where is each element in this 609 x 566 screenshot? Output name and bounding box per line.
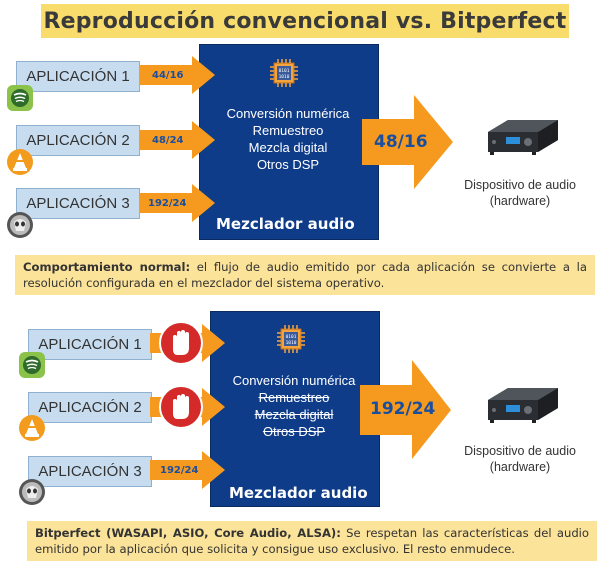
- mixer-operations-bottom: Conversión numérica Remuestreo Mezcla di…: [216, 372, 372, 440]
- app-label: APLICACIÓN 3: [26, 195, 130, 212]
- app-label: APLICACIÓN 3: [38, 463, 142, 480]
- vlc-icon: [6, 148, 34, 176]
- chip-icon: 0101 1010: [269, 58, 299, 88]
- app-box-2-top: APLICACIÓN 2: [16, 125, 140, 156]
- rate-label-3-bottom: 192/24: [160, 465, 199, 476]
- device-line-1: Dispositivo de audio: [464, 444, 576, 458]
- mixer-line-dsp: Otros DSP: [256, 157, 320, 172]
- input-arrow-3-top: [140, 184, 216, 222]
- mixer-operations-top: Conversión numérica Remuestreo Mezcla di…: [205, 105, 371, 173]
- spotify-icon: [18, 351, 46, 379]
- device-line-2: (hardware): [489, 194, 551, 208]
- app-box-3-top: APLICACIÓN 3: [16, 188, 140, 219]
- mixer-line-resample-struck: Remuestreo: [258, 390, 330, 405]
- spotify-icon: [6, 84, 34, 112]
- input-arrow-3-bottom: [150, 451, 226, 489]
- app-label: APLICACIÓN 2: [26, 132, 130, 149]
- output-arrow-top: [362, 95, 454, 190]
- device-label-top: Dispositivo de audio (hardware): [450, 177, 590, 209]
- mixer-line-conversion: Conversión numérica: [232, 373, 356, 388]
- note-bitperfect: Bitperfect (WASAPI, ASIO, Core Audio, AL…: [27, 521, 597, 561]
- rate-label-1-top: 44/16: [152, 70, 184, 81]
- svg-text:0101: 0101: [286, 334, 297, 340]
- app-label: APLICACIÓN 1: [26, 68, 130, 85]
- audio-device-icon: [484, 386, 562, 434]
- foobar-icon: [6, 211, 34, 239]
- mixer-line-resample: Remuestreo: [252, 123, 324, 138]
- app-box-3-bottom: APLICACIÓN 3: [28, 456, 152, 487]
- svg-text:0101: 0101: [279, 68, 290, 74]
- title-banner: Reproducción convencional vs. Bitperfect: [41, 4, 569, 38]
- output-rate-top: 48/16: [374, 132, 428, 152]
- app-label: APLICACIÓN 2: [38, 399, 142, 416]
- device-line-2: (hardware): [489, 460, 551, 474]
- note-bold: Bitperfect (WASAPI, ASIO, Core Audio, AL…: [35, 526, 341, 540]
- output-rate-bottom: 192/24: [370, 399, 436, 419]
- app-label: APLICACIÓN 1: [38, 336, 142, 353]
- audio-device-icon: [484, 118, 562, 166]
- note-normal: Comportamiento normal: el flujo de audio…: [15, 255, 595, 295]
- output-arrow-bottom: [360, 360, 452, 460]
- input-arrow-2-top: [140, 121, 216, 159]
- mixer-label-top: Mezclador audio: [216, 215, 355, 233]
- foobar-icon: [18, 478, 46, 506]
- note-text: el flujo de audio emitido por cada aplic…: [23, 260, 587, 290]
- chip-icon: 0101 1010: [276, 324, 306, 354]
- mixer-line-mix: Mezcla digital: [248, 140, 328, 155]
- mixer-line-dsp-struck: Otros DSP: [262, 424, 326, 439]
- rate-label-2-top: 48/24: [152, 135, 184, 146]
- device-label-bottom: Dispositivo de audio (hardware): [450, 443, 590, 475]
- svg-text:1010: 1010: [286, 340, 297, 346]
- svg-text:1010: 1010: [279, 74, 290, 80]
- mixer-line-mix-struck: Mezcla digital: [254, 407, 334, 422]
- vlc-icon: [18, 414, 46, 442]
- device-line-1: Dispositivo de audio: [464, 178, 576, 192]
- mixer-label-bottom: Mezclador audio: [229, 484, 368, 502]
- stop-hand-icon: [158, 384, 204, 430]
- note-bold: Comportamiento normal:: [23, 260, 191, 274]
- stop-hand-icon: [158, 320, 204, 366]
- note-text: Se respetan las características del audi…: [35, 526, 589, 556]
- rate-label-3-top: 192/24: [148, 198, 187, 209]
- input-arrow-1-top: [140, 56, 216, 94]
- mixer-line-conversion: Conversión numérica: [226, 106, 350, 121]
- app-box-1-top: APLICACIÓN 1: [16, 61, 140, 92]
- app-box-2-bottom: APLICACIÓN 2: [28, 392, 152, 423]
- app-box-1-bottom: APLICACIÓN 1: [28, 329, 152, 360]
- page-title: Reproducción convencional vs. Bitperfect: [43, 8, 567, 34]
